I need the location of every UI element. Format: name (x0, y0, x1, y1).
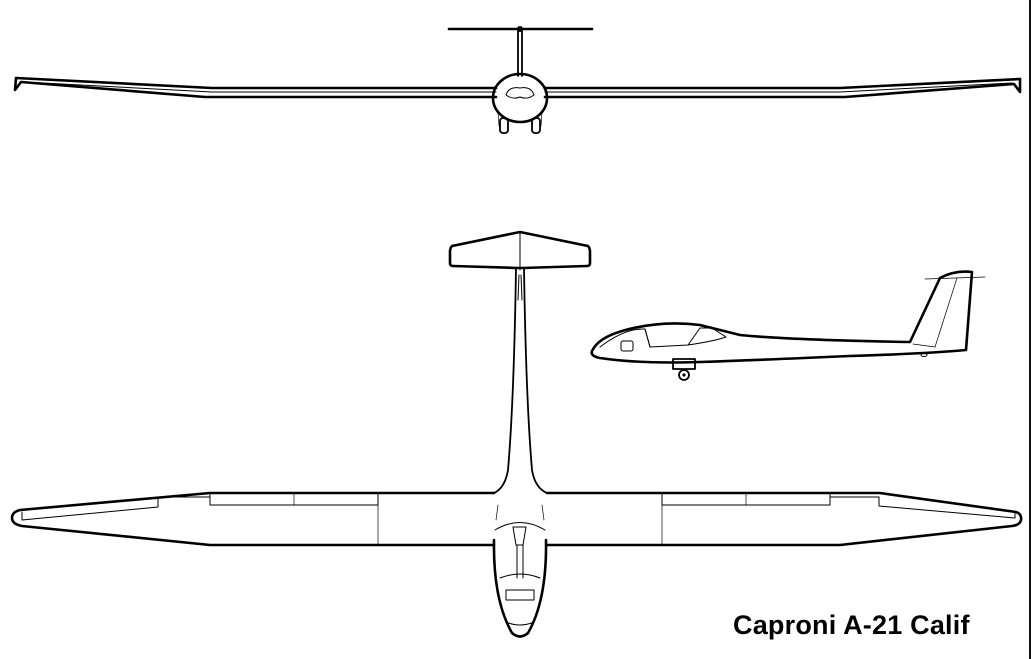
aircraft-title: Caproni A-21 Calif (733, 610, 970, 640)
image-border (1029, 0, 1031, 659)
